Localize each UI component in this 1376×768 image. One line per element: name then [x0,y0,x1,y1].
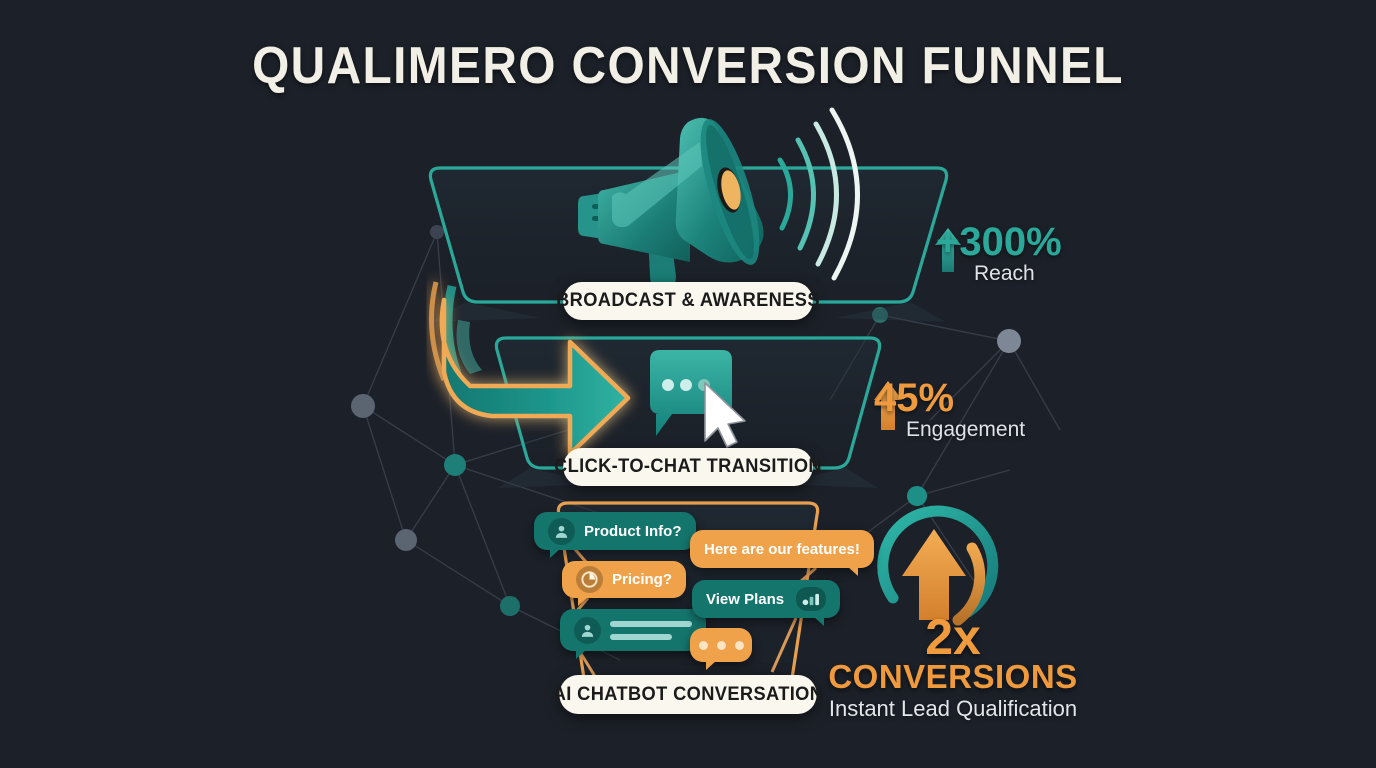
stage-label-click-to-chat[interactable]: CLICK-TO-CHAT TRANSITION [554,448,822,486]
reach-arrow-up-icon [935,228,961,272]
chat-bubble-text: View Plans [706,590,785,608]
stage-label-ai-chatbot[interactable]: AI CHATBOT CONVERSATION [553,675,823,714]
conversion-multiplier: 2x [925,609,981,665]
mouse-cursor-icon [704,382,746,448]
chat-bubble-features-reply[interactable]: Here are our features! [690,530,874,576]
stage-label-broadcast[interactable]: BROADCAST & AWARENESS [556,282,820,320]
bubble-tail [550,548,561,558]
bubble-tail [706,660,717,670]
metric-reach-label: Reach [974,262,1035,285]
chat-bubble-product-info[interactable]: Product Info? [534,512,696,558]
metric-reach: +300% Reach [936,222,1062,286]
engagement-arrow-up-icon [874,381,902,430]
metric-reach-value: +300% [936,220,1062,264]
chat-bubble-text: Pricing? [612,571,673,588]
page-title: QUALIMERO CONVERSION FUNNEL [252,37,1124,95]
message-placeholder-lines [610,620,692,640]
chat-bubble-pricing[interactable]: Pricing? [562,561,687,606]
bubble-tail [813,616,825,626]
chat-bubble-text: Here are our features! [704,540,860,558]
user-avatar-icon [548,517,575,545]
conversion-word: CONVERSIONS [828,658,1078,695]
typing-dots-icon [698,640,744,650]
pie-chart-icon [576,566,603,593]
user-avatar-icon [574,616,601,644]
metric-engagement: 45% Engagement [874,378,1025,442]
bubble-tail [578,596,589,606]
chat-bubble-view-plans[interactable]: View Plans [692,580,841,626]
metric-engagement-value: 45% [874,376,955,420]
chat-bubble-typing-indicator [690,628,752,670]
conversion-subtitle: Instant Lead Qualification [828,695,1078,721]
conversion-summary: 2x CONVERSIONS Instant Lead Qualificatio… [828,612,1078,722]
chat-bubble-user-message[interactable] [560,609,706,659]
bubble-tail [846,566,858,576]
chat-bubble-text: Product Info? [584,522,682,540]
bar-chart-icon [796,587,827,611]
bubble-tail [576,649,587,659]
conversion-gauge-icon [877,505,999,626]
metric-engagement-label: Engagement [906,418,1026,441]
